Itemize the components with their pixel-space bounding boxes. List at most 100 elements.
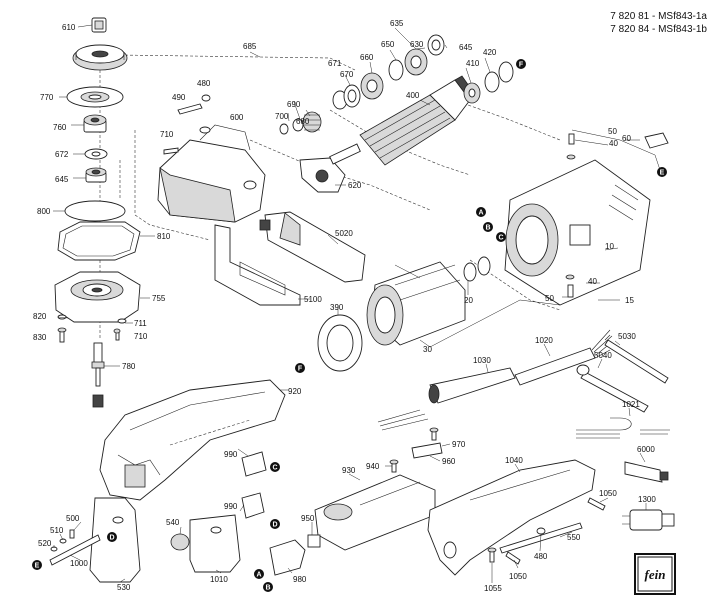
marker-d-mid: D (270, 519, 280, 529)
part-5040-spanner (576, 364, 649, 413)
part-660-bearing (360, 72, 384, 100)
label-780: 780 (122, 362, 136, 371)
label-770: 770 (40, 93, 54, 102)
svg-text:F: F (298, 366, 303, 373)
label-620: 620 (348, 181, 362, 190)
label-950: 950 (301, 514, 315, 523)
part-480-washer-top (201, 94, 211, 102)
model-line-1: 7 820 81 - MSf843-1a (610, 11, 707, 22)
label-5040: 5040 (594, 351, 612, 360)
label-990-upper: 990 (224, 450, 238, 459)
label-680: 680 (296, 117, 310, 126)
label-1021: 1021 (622, 400, 640, 409)
svg-text:E: E (660, 170, 665, 177)
label-820: 820 (33, 312, 47, 321)
marker-f-left: F (295, 363, 305, 373)
part-670-ring (343, 84, 361, 108)
label-711: 711 (134, 319, 147, 328)
label-990-lower: 990 (224, 502, 238, 511)
part-711-washer (117, 318, 127, 324)
part-920-handle-half (99, 379, 286, 501)
svg-text:F: F (519, 62, 524, 69)
marker-a-bottom: A (254, 569, 264, 579)
part-1030-sleeve (428, 367, 516, 404)
part-635-ring (427, 34, 445, 56)
part-60-cap (644, 132, 669, 149)
label-490: 490 (172, 93, 186, 102)
part-685-bevel-gear (72, 44, 128, 71)
label-800: 800 (37, 207, 51, 216)
part-710-screw-lower (113, 328, 121, 341)
part-830-screw (57, 327, 67, 343)
label-60: 60 (622, 134, 631, 143)
part-990-lever-lower (241, 492, 265, 519)
svg-text:fein: fein (645, 567, 666, 582)
label-1010: 1010 (210, 575, 228, 584)
label-1040: 1040 (505, 456, 523, 465)
label-30: 30 (423, 345, 432, 354)
label-600: 600 (230, 113, 244, 122)
model-line-2: 7 820 84 - MSf843-1b (610, 24, 707, 35)
label-5100: 5100 (304, 295, 322, 304)
label-500: 500 (66, 514, 80, 523)
part-510-washer (59, 538, 67, 544)
part-400-armature (329, 75, 477, 166)
label-960: 960 (442, 457, 456, 466)
label-400: 400 (406, 91, 420, 100)
part-490-screw (177, 103, 203, 115)
label-550: 550 (567, 533, 581, 542)
label-940: 940 (366, 462, 380, 471)
marker-b-top: B (483, 222, 493, 232)
part-1020-cable (514, 329, 613, 386)
part-1055-screw (487, 547, 497, 563)
label-630: 630 (410, 40, 424, 49)
label-710-lower: 710 (134, 332, 148, 341)
marker-c-bottom: C (270, 462, 280, 472)
label-670: 670 (340, 70, 354, 79)
label-10: 10 (605, 242, 614, 251)
part-390-seal-ring (317, 314, 363, 372)
part-10-motor-housing (504, 159, 651, 306)
label-6000: 6000 (637, 445, 655, 454)
part-1021-cable-set (576, 417, 670, 439)
part-940-screw (389, 459, 399, 473)
label-690: 690 (287, 100, 301, 109)
part-1300-plug (622, 509, 675, 531)
fein-logo-icon: fein (634, 553, 676, 595)
part-610-nut (91, 17, 107, 33)
label-755: 755 (152, 294, 166, 303)
part-950-insert (307, 534, 321, 548)
part-800-oring (64, 200, 126, 222)
label-810: 810 (157, 232, 171, 241)
connection-markers: A B C D E F E F C D D E A B (32, 59, 667, 592)
label-15: 15 (625, 296, 634, 305)
svg-text:A: A (256, 572, 261, 579)
part-480-washer (536, 527, 546, 535)
label-530: 530 (117, 583, 131, 592)
part-930-switch (314, 474, 436, 551)
label-1030: 1030 (473, 356, 491, 365)
part-1050-screw-bottom (505, 551, 521, 565)
part-620-plate (299, 157, 346, 193)
label-920: 920 (288, 387, 302, 396)
label-970: 970 (452, 440, 466, 449)
part-1010-cover (189, 514, 241, 573)
svg-text:D: D (109, 535, 114, 542)
part-980-clip (269, 539, 306, 576)
model-header: 7 820 81 - MSf843-1a 7 820 84 - MSf843-1… (610, 10, 707, 36)
label-50-top: 50 (608, 127, 617, 136)
svg-text:A: A (478, 210, 483, 217)
svg-text:E: E (35, 563, 40, 570)
label-480-top: 480 (197, 79, 211, 88)
svg-text:D: D (272, 522, 277, 529)
part-960-clamp (411, 442, 443, 459)
label-410: 410 (466, 59, 480, 68)
svg-text:C: C (498, 235, 503, 242)
label-610: 610 (62, 23, 76, 32)
part-672-washer (84, 148, 108, 160)
part-760-bearing (83, 114, 107, 133)
label-700: 700 (275, 112, 289, 121)
part-500-screw (69, 529, 75, 539)
part-420-spring-ring (484, 61, 514, 93)
